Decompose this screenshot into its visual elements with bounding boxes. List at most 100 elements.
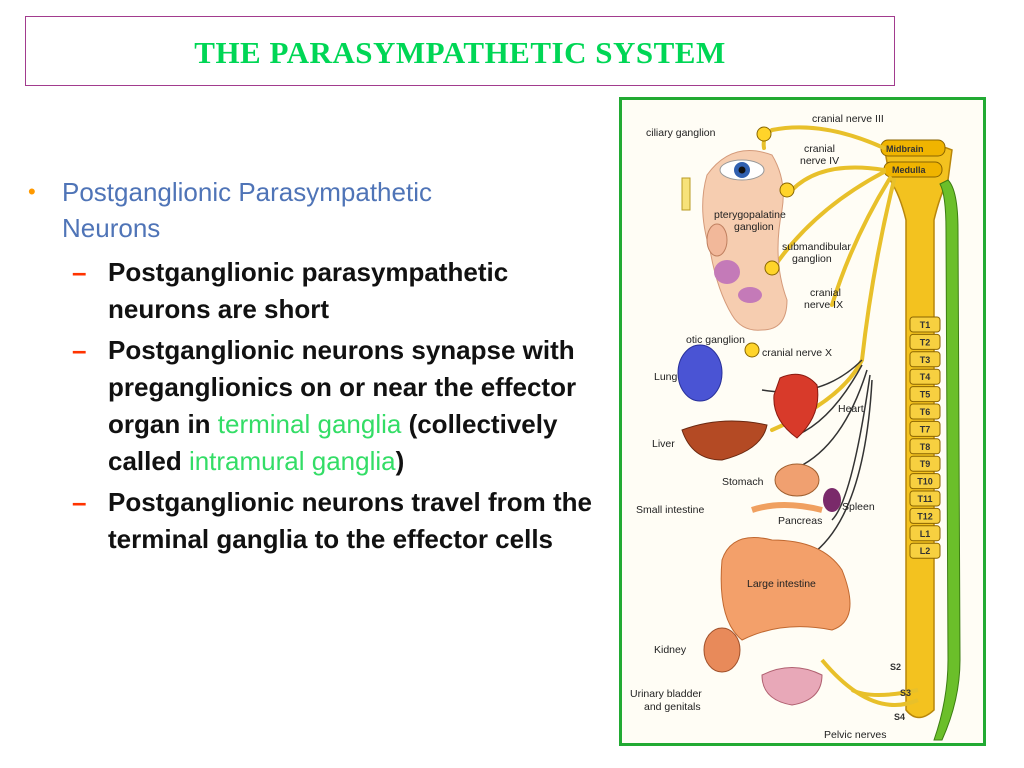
bullet-dot: • <box>28 179 36 204</box>
ear <box>706 223 728 257</box>
kidney-shape <box>703 627 741 673</box>
lacrimal-gland <box>681 177 691 211</box>
label-otic-ganglion: otic ganglion <box>686 334 745 346</box>
title-box: THE PARASYMPATHETIC SYSTEM <box>25 16 895 86</box>
vertebra-box <box>909 316 941 333</box>
sub-bullet-2-part-c: ) <box>395 446 405 476</box>
vertebra-box <box>909 542 941 559</box>
label-cranial-nerve-ix-line1: cranial <box>810 287 841 299</box>
parotid-gland <box>714 260 740 284</box>
sub-bullet-2-part-b: (collectively called <box>108 409 558 476</box>
vertebra-label: T7 <box>920 424 931 434</box>
vertebra-label: L2 <box>920 546 931 556</box>
pancreas-shape <box>751 502 823 513</box>
spleen-shape <box>823 488 841 512</box>
vertebra-label: T10 <box>917 477 933 487</box>
label-heart: Heart <box>838 403 864 415</box>
label-cranial-nerve-iv-line2: nerve IV <box>800 155 839 167</box>
label-stomach: Stomach <box>722 476 764 488</box>
salivary-gland <box>738 287 762 303</box>
dash: – <box>72 487 87 517</box>
vertebra-label: T8 <box>920 442 931 452</box>
sub-bullet-1: – Postganglionic parasympathetic neurons… <box>72 254 598 328</box>
label-ciliary-ganglion: ciliary ganglion <box>646 127 716 139</box>
label-medulla: Medulla <box>892 165 926 175</box>
vertebra-box <box>909 420 941 437</box>
label-pterygopalatine-line2: ganglion <box>734 221 774 233</box>
vertebra-label: T4 <box>920 372 931 382</box>
label-small-intestine: Small intestine <box>636 504 704 516</box>
pelvic-nerves <box>820 658 919 707</box>
nerve-ix-path <box>830 176 892 307</box>
liver-shape <box>681 420 768 461</box>
vertebra-box <box>909 351 941 368</box>
otic-ganglion-dot <box>744 342 760 358</box>
vertebral-column <box>933 179 961 741</box>
label-large-intestine: Large intestine <box>747 578 816 590</box>
dash: – <box>72 335 87 365</box>
main-bullet: • Postganglionic Parasympathetic Neurons <box>28 174 598 246</box>
vertebra-label: T2 <box>920 337 931 347</box>
label-urinary-line2: and genitals <box>644 701 701 713</box>
label-liver: Liver <box>652 438 675 450</box>
nerve-vii-path <box>770 170 886 272</box>
label-pancreas: Pancreas <box>778 515 822 527</box>
sub-bullet-2: – Postganglionic neurons synapse with pr… <box>72 332 598 480</box>
label-s2: S2 <box>890 662 901 672</box>
lung-shape <box>677 344 723 402</box>
nerve-iv-path <box>790 165 886 192</box>
stomach-shape <box>774 463 820 497</box>
sub-bullet-2-text: Postganglionic neurons synapse with preg… <box>108 332 598 480</box>
label-cranial-nerve-iv-line1: cranial <box>804 143 835 155</box>
sub-bullet-3: – Postganglionic neurons travel from the… <box>72 484 598 558</box>
slide-content: • Postganglionic Parasympathetic Neurons… <box>28 174 598 558</box>
label-s3: S3 <box>900 688 911 698</box>
label-urinary-line1: Urinary bladder <box>630 688 702 700</box>
label-submandibular-line1: submandibular <box>782 241 851 253</box>
label-cranial-nerve-ix-line2: nerve IX <box>804 299 843 311</box>
vertebra-box <box>909 438 941 455</box>
branch-heart <box>796 364 863 436</box>
vertebra-box <box>909 507 941 524</box>
branch-spleen <box>831 374 871 521</box>
vertebra-box <box>909 368 941 385</box>
heart-shape <box>773 373 819 439</box>
ganglia <box>744 126 795 358</box>
sub-bullet-1-text: Postganglionic parasympathetic neurons a… <box>108 257 509 324</box>
vertebra-box <box>909 525 941 542</box>
label-cranial-nerve-iii: cranial nerve III <box>812 113 884 125</box>
vertebra-label: T3 <box>920 355 931 365</box>
face-illustration <box>702 150 788 331</box>
vertebra-box <box>909 473 941 490</box>
dash: – <box>72 257 87 287</box>
pterygopalatine-ganglion-dot <box>779 182 795 198</box>
main-bullet-text: Postganglionic Parasympathetic Neurons <box>62 177 432 243</box>
vertebra-box <box>909 333 941 350</box>
vertebra-label: T6 <box>920 407 931 417</box>
intestine-shape <box>720 537 851 641</box>
terminal-ganglia-highlight: terminal ganglia <box>217 409 402 439</box>
label-midbrain: Midbrain <box>886 144 924 154</box>
label-pterygopalatine-line1: pterygopalatine <box>714 209 786 221</box>
label-spleen: Spleen <box>842 501 875 513</box>
label-pelvic-nerves: Pelvic nerves <box>824 729 886 741</box>
bladder-shape <box>761 667 823 706</box>
intramural-ganglia-highlight: intramural ganglia <box>188 446 396 476</box>
sub-bullet-2-part-a: Postganglionic neurons synapse with preg… <box>108 335 577 439</box>
vertebra-label: T11 <box>917 494 932 504</box>
submandibular-ganglion-dot <box>764 260 780 276</box>
vertebra-label: L1 <box>920 529 931 539</box>
vertebra-label: T9 <box>920 459 931 469</box>
vertebra-label: T1 <box>920 320 931 330</box>
label-s4: S4 <box>894 712 905 722</box>
label-cranial-nerve-x: cranial nerve X <box>762 347 832 359</box>
page-title: THE PARASYMPATHETIC SYSTEM <box>194 35 726 70</box>
eye-pupil <box>738 166 746 174</box>
pelvic-nerve-2 <box>820 658 919 707</box>
vertebra-box <box>909 455 941 472</box>
sub-bullet-3-text: Postganglionic neurons travel from the t… <box>108 487 592 554</box>
ciliary-ganglion-dot <box>756 126 772 142</box>
label-kidney: Kidney <box>654 644 687 656</box>
